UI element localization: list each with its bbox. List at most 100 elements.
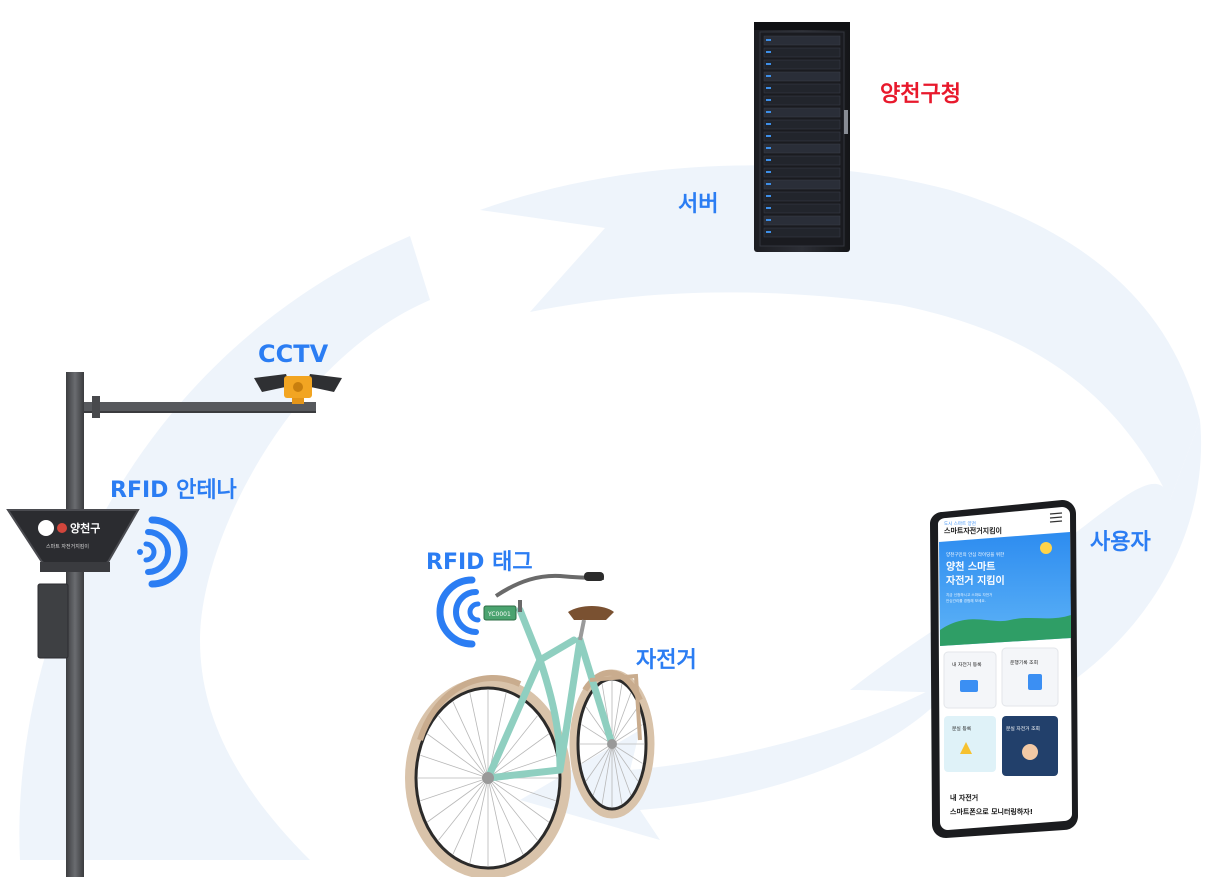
wheel-spoke [438,715,489,779]
wheel-spoke [581,724,613,745]
wheel-spoke [487,777,556,802]
server-slot [763,215,841,226]
phone-hero-title-1: 양천 스마트 [946,560,995,573]
server-slot [763,95,841,106]
wheel-spoke [487,733,549,779]
server-led [766,171,771,173]
server-led [766,123,771,125]
wheel-spoke [487,777,524,855]
wheel-spoke [420,777,489,802]
server-slot [763,71,841,82]
wheel-spoke [469,692,489,779]
server-slots [763,35,841,238]
phone-hero-desc-1: 지금 신청하시고 스마트 자전거 [946,592,992,597]
cctv-camera [254,374,342,404]
wheel-spoke [487,777,549,823]
wheel-spoke [611,743,643,764]
antenna-box-subtitle: 스마트 자전거지킴이 [46,543,89,550]
server-slot [763,131,841,142]
wheel-spoke [611,684,623,745]
cctv-label: CCTV [258,340,329,368]
server-led [766,219,771,221]
server-led [766,183,771,185]
smartphone: 도시 스마트 양천 스마트자전거지킴이 양천구민의 안심 라이딩을 위한 양천 … [930,500,1078,838]
phone-header-title: 스마트자전거지킴이 [944,526,1002,535]
wheel-spoke [611,743,639,782]
server-slot [763,155,841,166]
register-icon [960,680,978,692]
server-slot [763,119,841,130]
rfid-tag-plate [483,605,517,621]
wheel-spoke [611,743,632,796]
server-slot [763,179,841,190]
rfid-tag-label: RFID 태그 [426,550,533,575]
server-slot [763,143,841,154]
rfid-tag-code: YC0001 [487,611,511,618]
server-led [766,99,771,101]
server-led [766,63,771,65]
wheel-spoke [438,777,489,841]
phone-menu-icon[interactable] [1049,512,1063,523]
wheel-spoke [427,733,489,779]
phone-hero-banner [939,532,1071,646]
phone-hero-desc-2: 안심관리를 경험해 보세요. [946,598,986,603]
antenna-box-brand: 양천구 [70,521,100,535]
server-slot [763,107,841,118]
cycle-arrow-left [19,236,431,860]
wheel-spoke [601,743,613,804]
wheel-spoke [581,743,613,764]
server-slot [763,191,841,202]
phone-header-small: 도시 스마트 양천 [944,520,976,527]
rfid-antenna-box: 양천구 스마트 자전거지킴이 [6,509,140,572]
phone-footer-2: 스마트폰으로 모니터링하자! [950,807,1033,816]
phone-card2-label: 운행기록 조회 [1010,659,1038,666]
wheel-spoke [452,777,489,855]
server-led [766,159,771,161]
server-label: 서버 [678,192,719,217]
server-led [766,51,771,53]
tag-wifi-icon [436,576,481,648]
antenna-wifi-icon [137,516,188,588]
wheel-spoke [592,743,613,796]
wheel-spoke [427,777,489,823]
server-slot [763,35,841,46]
server-led [766,135,771,137]
wheel-spoke [611,692,632,745]
phone-hero-small: 양천구민의 안심 라이딩을 위한 [946,551,1004,558]
server-rack [754,22,850,252]
phone-card1-label: 내 자전거 등록 [952,661,982,668]
server-led [766,147,771,149]
server-led [766,231,771,233]
wheel-spoke [487,777,507,864]
server-led [766,207,771,209]
mascot-icon [38,520,54,536]
server-slot [763,47,841,58]
rfid-antenna-label: RFID 안테나 [110,478,237,503]
wheel-spoke [420,754,489,779]
phone-hero-title-2: 자전거 지킴이 [946,574,1005,587]
bicycle: YC0001 [405,572,655,877]
server-slot [763,83,841,94]
street-pole [37,372,316,877]
bicycle-label: 자전거 [636,648,697,673]
district-seal-icon [57,523,67,533]
server-slot [763,167,841,178]
wheel-spoke [452,701,489,779]
wheel-spoke [469,777,489,864]
cycle-arrow-top [480,165,1200,500]
server-led [766,75,771,77]
user-label: 사용자 [1090,530,1151,555]
wheel-spoke [611,706,639,745]
touch-icon [1022,744,1038,760]
wheel-spoke [585,743,613,782]
phone-card-lost-register[interactable] [944,716,996,772]
bell-icon [960,742,972,754]
server-led [766,195,771,197]
phone-footer-1: 내 자전거 [950,793,978,802]
server-slot [763,59,841,70]
history-icon [1028,674,1042,690]
server-slot [763,227,841,238]
wheel-spoke [487,777,538,841]
